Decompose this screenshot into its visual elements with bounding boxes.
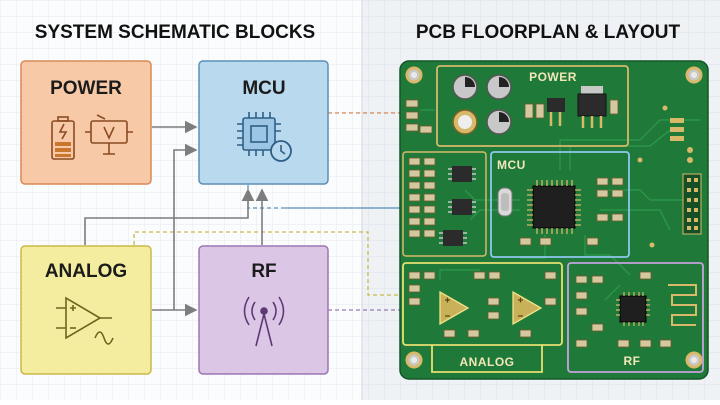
clock-icon <box>270 140 292 162</box>
opamp-footprint-2 <box>512 290 543 326</box>
mcu-block-label: MCU <box>242 78 285 99</box>
analog-block-label: ANALOG <box>45 261 127 282</box>
rf-block: RF <box>198 245 329 375</box>
pcb-mcu-label: MCU <box>497 158 526 172</box>
antenna-icon <box>243 296 285 347</box>
opamp-footprint-1 <box>439 290 470 326</box>
rf-block-label: RF <box>251 261 276 282</box>
chip-icon <box>237 112 281 156</box>
edge-pads-right <box>637 105 693 248</box>
analog-mapping-line <box>133 231 400 296</box>
analog-to-mcu-arrow <box>84 188 255 245</box>
regulator-chips <box>524 86 619 128</box>
op-amp-icon <box>56 296 114 345</box>
pcb-board: POWER <box>399 60 709 380</box>
pcb-antenna-trace <box>668 284 697 326</box>
pcb-analog-region: ANALOG <box>402 262 563 373</box>
smd-resistors-topleft <box>405 99 433 134</box>
battery-icon <box>51 116 75 160</box>
pcb-power-label: POWER <box>529 70 577 84</box>
pcb-mcu-region: MCU <box>490 151 630 258</box>
voltage-regulator-icon <box>85 114 133 155</box>
capacitor-icons <box>452 74 512 135</box>
mcu-block: MCU <box>198 60 329 185</box>
pcb-rf-label: RF <box>624 354 641 368</box>
pcb-analog-label: ANALOG <box>460 355 515 369</box>
analog-block: ANALOG <box>20 245 152 375</box>
mapping-lines <box>133 112 400 311</box>
pcb-rf-region: RF <box>567 262 704 373</box>
mcu-chip <box>527 180 581 234</box>
right-title: PCB FLOORPLAN & LAYOUT <box>416 22 681 43</box>
power-block: POWER <box>20 60 152 185</box>
pcb-power-region: POWER <box>436 65 629 147</box>
block-connectors <box>84 120 269 317</box>
crystal-icon <box>497 187 513 217</box>
pcb-left-region <box>402 151 487 257</box>
left-title: SYSTEM SCHEMATIC BLOCKS <box>35 22 315 43</box>
rf-chip <box>616 292 650 326</box>
power-block-label: POWER <box>50 78 122 99</box>
pin-header-right <box>682 173 702 235</box>
